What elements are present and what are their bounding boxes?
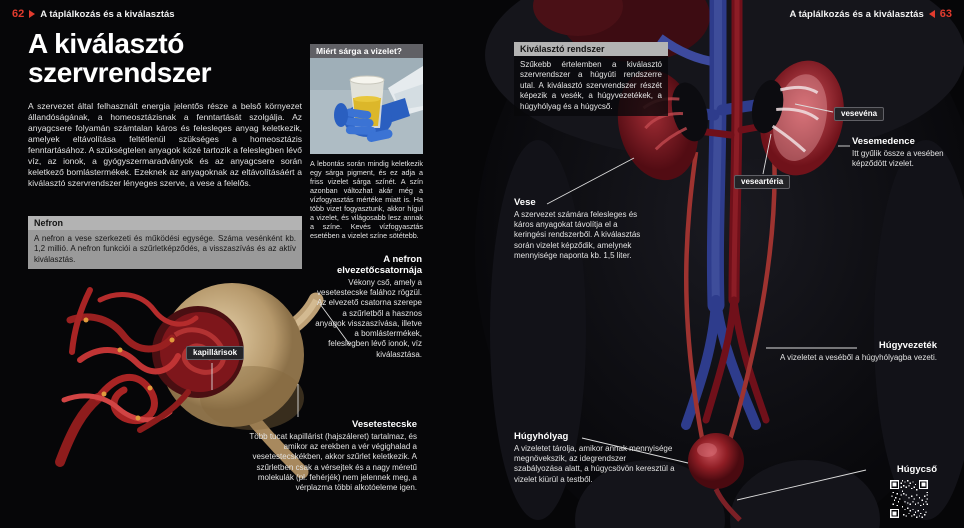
renal-artery-label: veseartéria	[734, 175, 791, 189]
collecting-duct-text: Vékony cső, amely a vesetestecske faláho…	[315, 278, 422, 359]
urethra-callout: Húgycső	[800, 464, 937, 477]
page-title-line2: szervrendszer	[28, 56, 212, 88]
page-number-left: 62	[12, 8, 25, 20]
arrow-right-icon	[29, 10, 36, 18]
ureter-left	[684, 151, 705, 439]
bladder-text: A vizeletet tárolja, amikor annak mennyi…	[514, 444, 675, 484]
urine-sample-photo	[310, 58, 423, 154]
renal-vein-label: vesevéna	[834, 107, 885, 121]
page-number-right: 63	[939, 8, 952, 20]
ureter-callout: Húgyvezeték A vizeletet a veséből a húgy…	[780, 340, 937, 363]
ureter-title: Húgyvezeték	[878, 340, 937, 351]
vesetestecske-callout: Vesetestecske Több tucat kapillárist (ha…	[225, 419, 417, 493]
urethra	[713, 487, 742, 522]
chapter-title-right: A táplálkozás és a kiválasztás	[789, 8, 924, 20]
collecting-duct-title: A nefron elvezetőcsatornája	[336, 254, 422, 276]
nefron-box-text: A nefron a vese szerkezeti és működési e…	[28, 230, 302, 270]
excretory-system-box-title: Kiválasztó rendszer	[514, 42, 668, 56]
bladder	[688, 433, 744, 522]
vesetestecske-title: Vesetestecske	[352, 419, 417, 430]
renal-pelvis-text: Itt gyűlik össze a vesében képződött viz…	[852, 149, 944, 169]
kidney-title: Vese	[514, 197, 536, 208]
chapter-title-left: A táplálkozás és a kiválasztás	[40, 8, 175, 20]
renal-pelvis-title: Vesemedence	[852, 136, 915, 147]
kidney-callout: Vese A szervezet számára felesleges és k…	[514, 197, 648, 261]
header-left: 62 A táplálkozás és a kiválasztás	[12, 8, 175, 20]
qr-code	[890, 480, 928, 518]
glove-fingers	[344, 108, 393, 142]
urine-color-box: Miért sárga a vizelet? A lebontás során …	[310, 44, 423, 240]
arrow-left-icon	[928, 10, 935, 18]
nefron-box: Nefron A nefron a vese szerkezeti és műk…	[28, 216, 302, 270]
capillary-tangle	[55, 287, 199, 467]
vena-cava	[646, 0, 796, 430]
capillary-nodes	[83, 317, 175, 421]
urine-color-box-title: Miért sárga a vizelet?	[310, 44, 423, 58]
capillaries-label: kapillárisok	[186, 346, 245, 360]
bladder-title: Húgyhólyag	[514, 431, 569, 442]
urine-color-box-text: A lebontás során mindig keletkezik egy s…	[310, 159, 423, 240]
kidney-text: A szervezet számára felesleges és káros …	[514, 210, 641, 260]
excretory-system-box: Kiválasztó rendszer Szűkebb értelemben a…	[514, 42, 668, 116]
collecting-duct-callout: A nefron elvezetőcsatornája Vékony cső, …	[312, 254, 422, 360]
urethra-title: Húgycső	[896, 464, 937, 475]
ureter-text: A vizeletet a veséből a húgyhólyagba vez…	[780, 353, 937, 362]
page-title: A kiválasztó szervrendszer	[28, 28, 212, 88]
header-right: A táplálkozás és a kiválasztás 63	[789, 8, 952, 20]
bladder-callout: Húgyhólyag A vizeletet tárolja, amikor a…	[514, 431, 676, 485]
excretory-system-box-text: Szűkebb értelemben a kiválasztó szervren…	[514, 56, 668, 116]
renal-pelvis-callout: Vesemedence Itt gyűlik össze a vesében k…	[852, 136, 952, 169]
running-header: 62 A táplálkozás és a kiválasztás A tápl…	[12, 8, 952, 20]
ureter-right	[727, 149, 777, 441]
vesetestecske-text: Több tucat kapillárist (hajszáleret) tar…	[249, 432, 417, 493]
page-title-line1: A kiválasztó	[28, 28, 185, 59]
intro-paragraph: A szervezet által felhasznált energia je…	[28, 101, 302, 189]
nefron-box-title: Nefron	[28, 216, 302, 230]
